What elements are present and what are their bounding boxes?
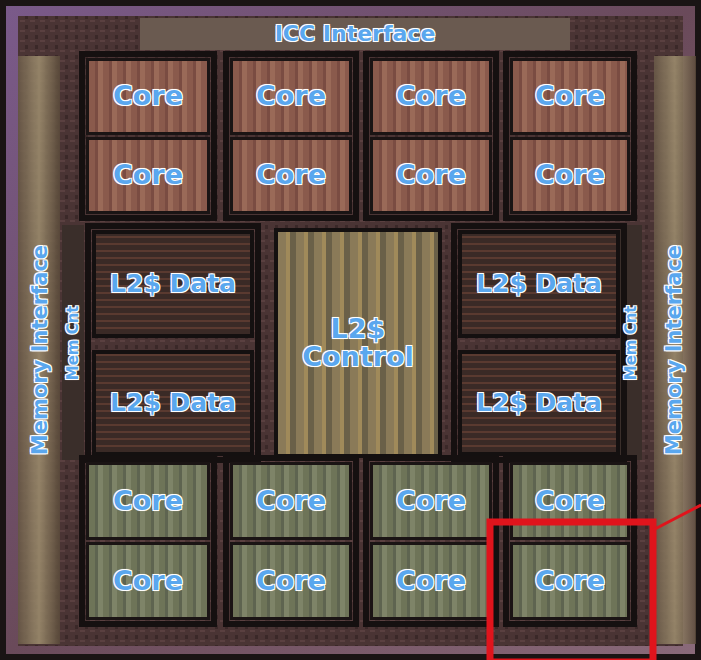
block-label: L2$ Control (293, 315, 423, 372)
core-label: Core (535, 161, 605, 189)
cache-data-block: L2$ Data (92, 350, 254, 456)
block-label: L2$ Data (476, 271, 602, 297)
core-box: Core (86, 542, 210, 620)
core-label: Core (535, 82, 605, 110)
interface-band: Memory Interface (656, 60, 692, 640)
controller-strip (62, 225, 84, 460)
core-box: Core (370, 462, 492, 540)
block-label: Mem Cnt (623, 305, 639, 380)
io-strip (18, 56, 60, 644)
die-core-area (18, 16, 683, 646)
core-box: Core (370, 58, 492, 135)
core-box: Core (230, 137, 352, 214)
core-pair-frames (82, 54, 634, 624)
memory-controller-band: Mem Cnt (620, 285, 642, 400)
core-box: Core (230, 542, 352, 620)
memory-controller-band: Mem Cnt (62, 285, 84, 400)
core-box: Core (370, 542, 492, 620)
highlight-box (490, 522, 653, 660)
core-box: Core (86, 462, 210, 540)
block-label: Mem Cnt (65, 305, 81, 380)
block-label: Memory Interface (29, 245, 51, 455)
core-label: Core (113, 161, 183, 189)
core-box: Core (230, 462, 352, 540)
interface-band: ICC Interface (140, 20, 570, 48)
core-label: Core (396, 82, 466, 110)
block-label: Memory Interface (663, 245, 685, 455)
core-label: Core (396, 567, 466, 595)
core-label: Core (396, 487, 466, 515)
cache-data-block: L2$ Data (92, 230, 254, 338)
block-label: L2$ Data (476, 390, 602, 416)
io-strip (140, 18, 570, 50)
core-label: Core (535, 567, 605, 595)
core-box: Core (510, 137, 630, 214)
core-box: Core (86, 58, 210, 135)
core-label: Core (396, 161, 466, 189)
core-label: Core (256, 567, 326, 595)
core-label: Core (256, 487, 326, 515)
cache-data-block: L2$ Data (458, 350, 620, 456)
core-box: Core (510, 58, 630, 135)
core-box: Core (230, 58, 352, 135)
core-box: Core (510, 462, 630, 540)
io-strip (654, 56, 696, 644)
highlight-leader (653, 505, 701, 530)
block-label: L2$ Data (110, 390, 236, 416)
core-label: Core (113, 82, 183, 110)
core-box: Core (86, 137, 210, 214)
core-box: Core (510, 542, 630, 620)
cache-control-block: L2$ Control (274, 228, 442, 458)
block-label: ICC Interface (275, 22, 436, 45)
core-label: Core (256, 161, 326, 189)
core-label: Core (256, 82, 326, 110)
interface-band: Memory Interface (22, 60, 58, 640)
cache-data-block: L2$ Data (458, 230, 620, 338)
core-box: Core (370, 137, 492, 214)
die-ring (6, 6, 695, 654)
core-label: Core (535, 487, 605, 515)
block-label: L2$ Data (110, 271, 236, 297)
core-label: Core (113, 487, 183, 515)
core-label: Core (113, 567, 183, 595)
